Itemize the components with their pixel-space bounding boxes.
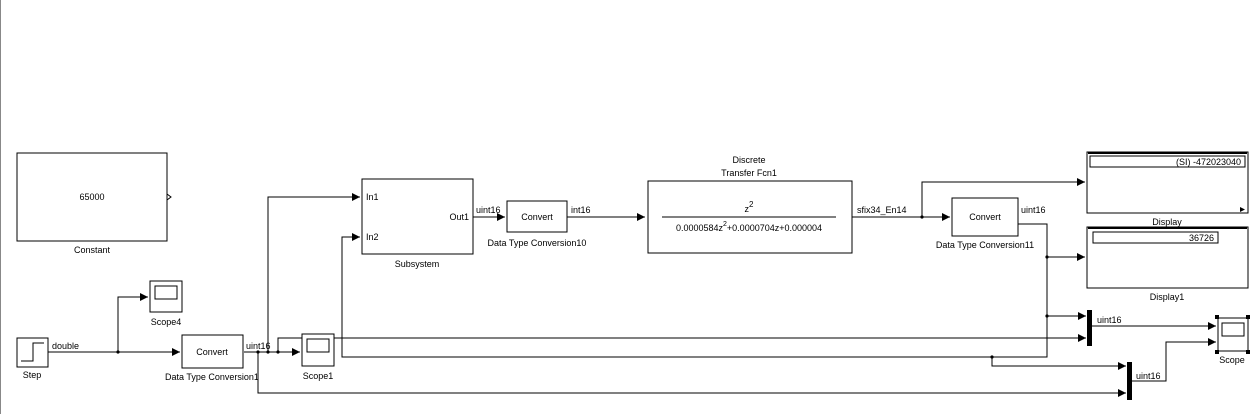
scope-screen-icon [154, 285, 178, 300]
wire-dtf-to-display[interactable] [921, 181, 1085, 217]
dtf-title-line2: Transfer Fcn1 [721, 168, 777, 178]
constant-value: 65000 [79, 192, 104, 202]
display-label: Display [1152, 217, 1182, 227]
dtc10-text: Convert [521, 212, 553, 222]
display-value: (SI) -472023040 [1176, 157, 1241, 167]
wire-dtc1-to-mux2[interactable] [257, 352, 1126, 394]
outport-icon [166, 193, 172, 201]
wire-step-to-scope4[interactable] [117, 296, 148, 352]
display1-block[interactable]: 36726 Display1 [1086, 226, 1249, 302]
selection-handle[interactable] [1246, 315, 1250, 319]
signal-label-dtc11: uint16 [1021, 205, 1046, 215]
scope-block[interactable]: Scope [1215, 315, 1250, 365]
display1-value: 36726 [1189, 233, 1214, 243]
signal-label-mux2: uint16 [1136, 371, 1161, 381]
signal-label-dtc1: uint16 [246, 341, 271, 351]
constant-label: Constant [74, 245, 111, 255]
wire-dtc11-to-display1[interactable] [1018, 223, 1085, 258]
subsystem-in1: In1 [366, 192, 379, 202]
selection-handle[interactable] [1215, 350, 1219, 354]
scope4-label: Scope4 [151, 317, 182, 327]
dtc11-label: Data Type Conversion11 [936, 240, 1034, 250]
scope4-block[interactable]: Scope4 [149, 280, 183, 327]
dtc1-block[interactable]: Convert Data Type Conversion1 [165, 334, 259, 382]
mux2-block[interactable] [1127, 362, 1132, 400]
subsystem-label: Subsystem [395, 259, 440, 269]
display1-readout [1092, 231, 1219, 244]
dtc10-label: Data Type Conversion10 [488, 238, 587, 248]
signal-label-dtc10: int16 [571, 205, 591, 215]
discrete-transfer-fcn-block[interactable]: Discrete Transfer Fcn1 z2 0.0000584z2+0.… [647, 155, 853, 254]
step-block[interactable]: Step [16, 337, 49, 380]
dtc1-text: Convert [196, 347, 228, 357]
dtc11-text: Convert [969, 212, 1001, 222]
display-block[interactable]: (SI) -472023040 Display [1086, 151, 1249, 227]
signal-lines [48, 178, 1216, 397]
overflow-triangle-icon [1240, 207, 1245, 212]
subsystem-out1: Out1 [449, 212, 469, 222]
wire-dtc1-to-in1[interactable] [267, 196, 360, 352]
display-readout [1089, 155, 1246, 168]
constant-block[interactable]: 65000 Constant [16, 152, 172, 255]
signal-label-dtf: sfix34_En14 [857, 205, 907, 215]
display1-label: Display1 [1150, 292, 1185, 302]
scope-label: Scope [1219, 355, 1245, 365]
dtf-numerator: z2 [745, 200, 755, 214]
dtc11-block[interactable]: Convert Data Type Conversion11 [936, 197, 1034, 250]
signal-label-step: double [52, 341, 79, 351]
subsystem-in2: In2 [366, 232, 379, 242]
dtc10-block[interactable]: Convert Data Type Conversion10 [488, 200, 587, 248]
wire-to-mux2-top[interactable] [991, 357, 1126, 367]
step-icon [21, 342, 44, 362]
selection-handle[interactable] [1246, 350, 1250, 354]
signal-label-mux1: uint16 [1097, 315, 1122, 325]
dtf-title-line1: Discrete [732, 155, 765, 165]
wire-dtc11-to-mux1[interactable] [1046, 257, 1086, 317]
dtc1-label: Data Type Conversion1 [165, 372, 259, 382]
scope-screen-icon [306, 338, 330, 353]
subsystem-block[interactable]: In1 In2 Out1 Subsystem [361, 178, 474, 269]
scope-screen-icon [1221, 322, 1245, 337]
wire-mux2-to-scope[interactable] [1132, 341, 1216, 382]
step-label: Step [23, 370, 42, 380]
scope1-block[interactable]: Scope1 [301, 333, 335, 381]
dtf-denominator: 0.0000584z2+0.0000704z+0.000004 [676, 221, 822, 233]
mux1-block[interactable] [1087, 310, 1092, 346]
scope1-label: Scope1 [303, 371, 334, 381]
wire-dtc1-to-mux1[interactable] [277, 337, 1086, 352]
signal-label-subsystem: uint16 [476, 205, 501, 215]
selection-handle[interactable] [1215, 315, 1219, 319]
